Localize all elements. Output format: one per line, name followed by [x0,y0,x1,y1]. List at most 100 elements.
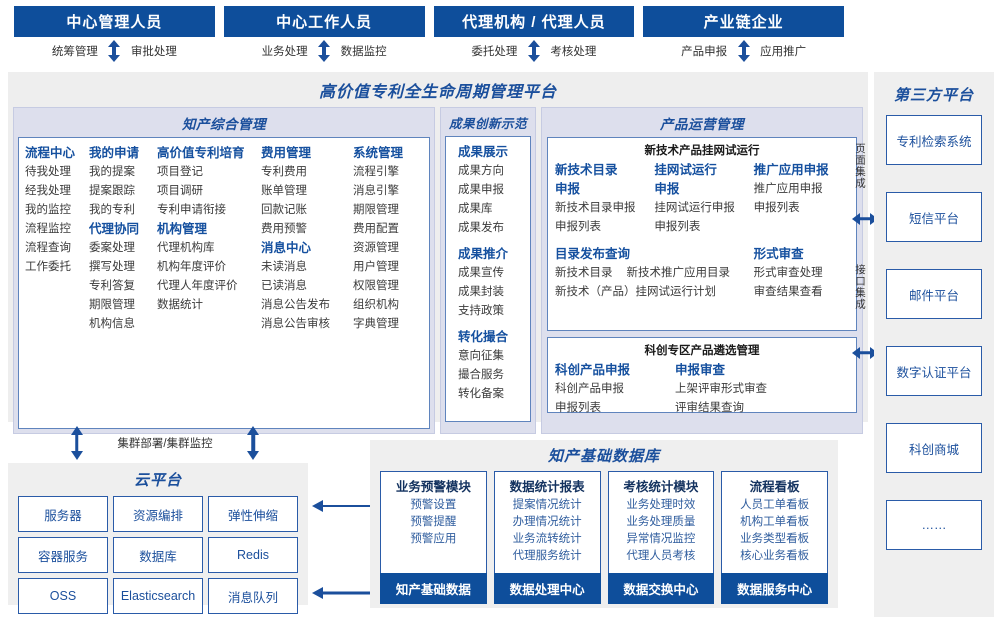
menu-item[interactable]: 形式审查处理 [753,267,823,279]
menu-item[interactable]: 代理人年度评价 [157,280,238,292]
cloud-cell-oss[interactable]: OSS [18,578,108,614]
menu-item[interactable]: 消息公告审核 [261,318,330,330]
database-item[interactable]: 人员工单看板 [740,499,810,511]
database-item[interactable]: 业务处理质量 [626,516,696,528]
menu-item[interactable]: 挂网试运行申报 [654,202,735,214]
menu-group-head[interactable]: 我的申请 [89,146,140,160]
cloud-cell-database[interactable]: 数据库 [113,537,203,573]
menu-item[interactable]: 支持政策 [458,305,504,317]
database-footer-exchange-center[interactable]: 数据交换中心 [607,573,715,604]
menu-item[interactable]: 机构年度评价 [157,261,226,273]
menu-item[interactable]: 专利费用 [261,166,307,178]
menu-item[interactable]: 费用配置 [353,223,399,235]
menu-item[interactable]: 专利申请衔接 [157,204,226,216]
role-title-1[interactable]: 中心工作人员 [223,6,425,37]
menu-item[interactable]: 消息引擎 [353,185,399,197]
menu-group-head[interactable]: 目录发布查询 [555,247,631,261]
database-item[interactable]: 预警设置 [410,499,457,511]
menu-item[interactable]: 申报列表 [555,402,601,414]
role-title-0[interactable]: 中心管理人员 [14,6,215,37]
menu-item[interactable]: 我的监控 [25,204,71,216]
database-item[interactable]: 代理服务统计 [512,550,582,562]
menu-item[interactable]: 字典管理 [353,318,399,330]
menu-item[interactable]: 组织机构 [353,299,399,311]
cloud-cell-elasticsearch[interactable]: Elasticsearch [113,578,203,614]
cloud-cell-server[interactable]: 服务器 [18,496,108,532]
menu-item[interactable]: 委案处理 [89,242,135,254]
menu-item[interactable]: 期限管理 [89,299,135,311]
menu-item[interactable]: 新技术目录申报 [555,202,636,214]
menu-item[interactable]: 撰写处理 [89,261,135,273]
role-title-2[interactable]: 代理机构 / 代理人员 [433,6,635,37]
menu-group-head[interactable]: 机构管理 [157,222,208,236]
menu-group-head[interactable]: 转化撮合 [458,330,509,344]
database-item[interactable]: 预警提醒 [410,516,457,528]
menu-item[interactable]: 待我处理 [25,166,71,178]
menu-item[interactable]: 工作委托 [25,261,71,273]
menu-item[interactable]: 审查结果查看 [753,286,823,298]
cloud-cell-elastic-scaling[interactable]: 弹性伸缩 [208,496,298,532]
menu-group-head[interactable]: 成果推介 [458,247,509,261]
menu-item[interactable]: 新技术推广应用目录 [626,267,731,279]
role-title-3[interactable]: 产业链企业 [643,6,844,37]
menu-item[interactable]: 科创产品申报 [555,383,624,395]
menu-item[interactable]: 我的专利 [89,204,135,216]
database-item[interactable]: 业务类型看板 [740,533,810,545]
third-party-item-sms[interactable]: 短信平台 [886,192,982,242]
menu-group-head[interactable]: 挂网试运行申报 [654,163,717,196]
menu-item[interactable]: 申报列表 [753,202,800,214]
database-item[interactable]: 核心业务看板 [740,550,810,562]
menu-item[interactable]: 用户管理 [353,261,399,273]
third-party-item-more[interactable]: …… [886,500,982,550]
menu-item[interactable]: 申报列表 [654,221,701,233]
menu-item[interactable]: 数据统计 [157,299,203,311]
third-party-item-kechuang-mall[interactable]: 科创商城 [886,423,982,473]
menu-item[interactable]: 费用预警 [261,223,307,235]
menu-item[interactable]: 权限管理 [353,280,399,292]
cloud-cell-message-queue[interactable]: 消息队列 [208,578,298,614]
menu-item[interactable]: 项目登记 [157,166,203,178]
menu-item[interactable]: 成果库 [458,203,493,215]
menu-item[interactable]: 成果发布 [458,222,504,234]
menu-item[interactable]: 代理机构库 [157,242,215,254]
menu-item[interactable]: 成果宣传 [458,267,504,279]
menu-item[interactable]: 意向征集 [458,350,504,362]
menu-item[interactable]: 推广应用申报 [753,183,823,195]
menu-item[interactable]: 未读消息 [261,261,307,273]
menu-group-head[interactable]: 科创产品申报 [555,363,631,377]
database-item[interactable]: 提案情况统计 [512,499,582,511]
menu-group-head[interactable]: 申报审查 [675,363,726,377]
database-footer-basic-data[interactable]: 知产基础数据 [380,573,487,604]
menu-item[interactable]: 已读消息 [261,280,307,292]
database-item[interactable]: 预警应用 [410,533,457,545]
menu-item[interactable]: 申报列表 [555,221,601,233]
third-party-item-email[interactable]: 邮件平台 [886,269,982,319]
database-item[interactable]: 异常情况监控 [626,533,696,545]
menu-group-head[interactable]: 流程中心 [25,146,76,160]
third-party-item-patent-search[interactable]: 专利检索系统 [886,115,982,165]
cloud-cell-container-service[interactable]: 容器服务 [18,537,108,573]
menu-group-head[interactable]: 高价值专利培育 [157,146,245,160]
menu-group-head[interactable]: 形式审查 [753,247,804,261]
menu-item[interactable]: 新技术目录 [555,267,613,279]
menu-group-head[interactable]: 新技术目录申报 [555,163,618,196]
menu-group-head[interactable]: 系统管理 [353,146,404,160]
menu-item[interactable]: 账单管理 [261,185,307,197]
menu-item[interactable]: 撮合服务 [458,369,504,381]
database-item[interactable]: 代理人员考核 [626,550,696,562]
menu-group-head[interactable]: 成果展示 [458,145,509,159]
menu-item[interactable]: 新技术（产品）挂网试运行计划 [555,286,716,298]
cloud-cell-redis[interactable]: Redis [208,537,298,573]
menu-item[interactable]: 资源管理 [353,242,399,254]
menu-item[interactable]: 成果方向 [458,165,504,177]
menu-item[interactable]: 消息公告发布 [261,299,330,311]
database-item[interactable]: 业务处理时效 [626,499,696,511]
database-item[interactable]: 业务流转统计 [512,533,582,545]
menu-item[interactable]: 专利答复 [89,280,135,292]
menu-item[interactable]: 回款记账 [261,204,307,216]
database-footer-service-center[interactable]: 数据服务中心 [721,573,828,604]
menu-group-head[interactable]: 代理协同 [89,222,140,236]
menu-item[interactable]: 我的提案 [89,166,135,178]
menu-item[interactable]: 项目调研 [157,185,203,197]
menu-item[interactable]: 成果封装 [458,286,504,298]
